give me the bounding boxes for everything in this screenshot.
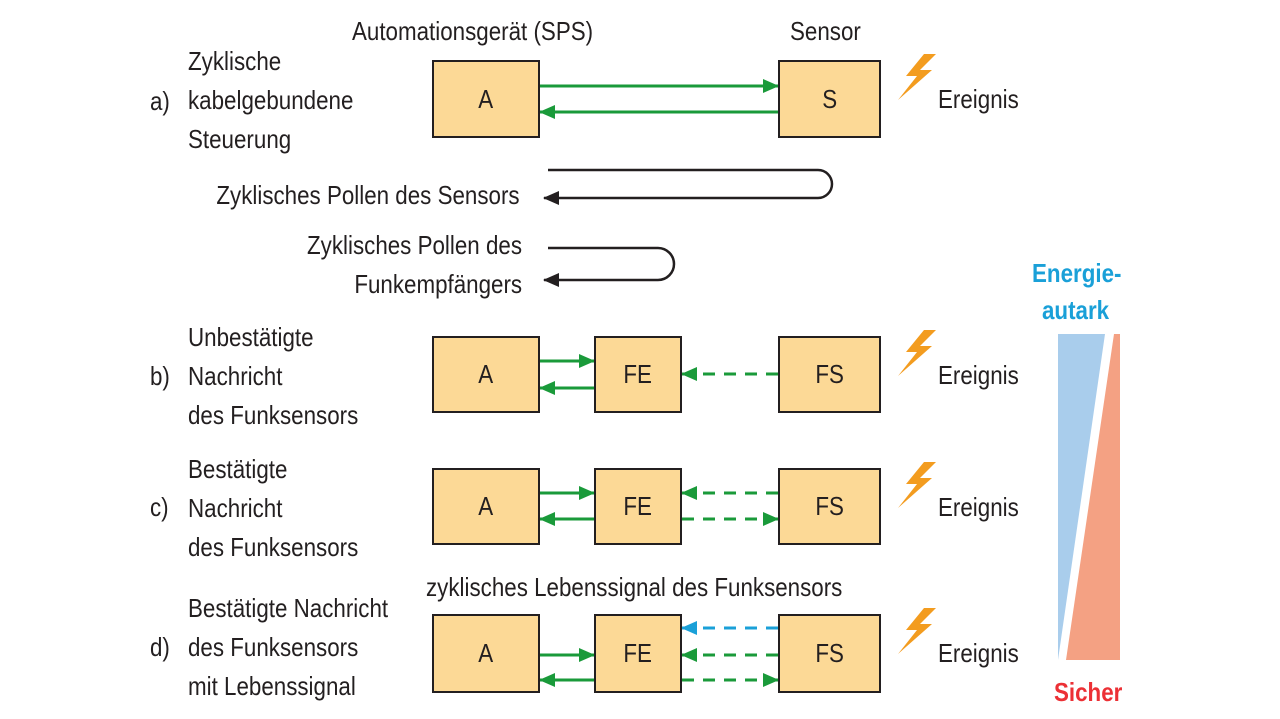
- polling-receiver-label-1: Zyklisches Pollen des: [307, 230, 522, 260]
- row-a-box-plc: A: [432, 60, 540, 138]
- row-b-desc-1: Unbestätigte: [188, 322, 314, 352]
- row-c-desc-3: des Funksensors: [188, 532, 359, 562]
- row-c-box-plc: A: [432, 468, 540, 545]
- row-d-letter: d): [150, 632, 170, 662]
- row-a-box-sensor: S: [778, 60, 881, 138]
- row-a-letter: a): [150, 86, 170, 116]
- row-d-desc-3: mit Lebenssignal: [188, 671, 356, 701]
- row-c-letter: c): [150, 492, 169, 522]
- lightning-bolt-icon: [898, 54, 936, 100]
- scale-top-label-1: Energie-: [1032, 258, 1122, 288]
- row-d-event: Ereignis: [938, 638, 1019, 668]
- row-d-box-plc: A: [432, 614, 540, 693]
- row-b-desc-2: Nachricht: [188, 361, 283, 391]
- header-sensor: Sensor: [790, 16, 861, 46]
- row-b-event: Ereignis: [938, 360, 1019, 390]
- scale-bottom-label: Sicher: [1054, 677, 1123, 707]
- polling-sensor-label: Zyklisches Pollen des Sensors: [216, 180, 520, 210]
- lightning-bolt-icon: [898, 608, 936, 654]
- energy-autark-wedge: [1058, 334, 1105, 660]
- row-d-box-sensor: FS: [778, 614, 881, 693]
- row-a-desc-3: Steuerung: [188, 124, 292, 154]
- row-d-box-receiver: FE: [594, 614, 682, 693]
- row-a-desc-1: Zyklische: [188, 46, 282, 76]
- row-b-letter: b): [150, 361, 170, 391]
- row-c-desc-1: Bestätigte: [188, 454, 288, 484]
- row-c-box-receiver: FE: [594, 468, 682, 545]
- header-plc: Automationsgerät (SPS): [352, 16, 594, 46]
- lightning-bolt-icon: [898, 330, 936, 376]
- row-b-desc-3: des Funksensors: [188, 400, 359, 430]
- row-c-event: Ereignis: [938, 492, 1019, 522]
- polling-receiver-loop: [543, 246, 676, 287]
- scale-top-label-2: autark: [1042, 295, 1110, 325]
- row-a-event: Ereignis: [938, 84, 1019, 114]
- row-a-desc-2: kabelgebundene: [188, 85, 354, 115]
- row-d-desc-2: des Funksensors: [188, 632, 359, 662]
- polling-receiver-label-2: Funkempfängers: [354, 269, 522, 299]
- row-b-box-receiver: FE: [594, 336, 682, 413]
- safety-wedge: [1066, 334, 1120, 660]
- row-d-desc-1: Bestätigte Nachricht: [188, 593, 389, 623]
- row-d-caption: zyklisches Lebenssignal des Funksensors: [426, 572, 843, 602]
- row-c-box-sensor: FS: [778, 468, 881, 545]
- polling-sensor-loop: [543, 168, 834, 205]
- row-b-box-plc: A: [432, 336, 540, 413]
- row-b-box-sensor: FS: [778, 336, 881, 413]
- row-c-desc-2: Nachricht: [188, 493, 283, 523]
- lightning-bolt-icon: [898, 462, 936, 508]
